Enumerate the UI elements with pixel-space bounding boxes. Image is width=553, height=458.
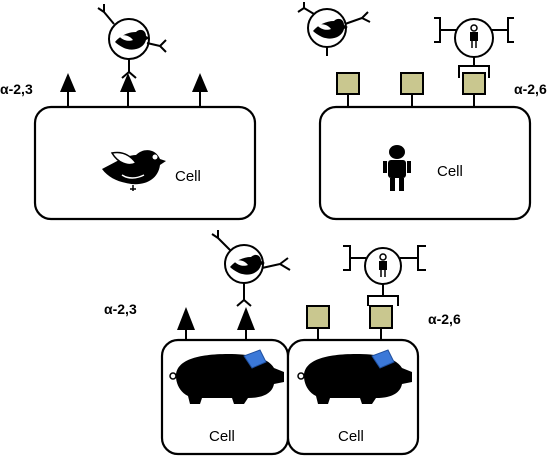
alpha26-receptor — [462, 72, 486, 107]
alpha23-label: α-2,3 — [104, 301, 137, 317]
alpha23-receptor — [177, 307, 195, 340]
cell-label: Cell — [175, 168, 201, 185]
bird-icon — [102, 150, 166, 191]
bird-virus-icon — [97, 4, 167, 79]
avian-cell-group: Cell α-2,3 — [0, 4, 257, 221]
person-icon — [383, 145, 411, 191]
pig-icon — [169, 349, 284, 404]
alpha26-label: α-2,6 — [428, 311, 461, 327]
human-cell — [318, 105, 532, 221]
human-virus-icon — [434, 17, 514, 78]
alpha23-label: α-2,3 — [0, 81, 33, 97]
alpha23-receptor — [120, 73, 136, 107]
alpha23-receptor — [60, 73, 76, 107]
alpha23-receptor — [237, 307, 255, 340]
alpha26-receptor — [400, 72, 424, 107]
bird-virus-icon — [297, 2, 371, 56]
cell-label: Cell — [209, 428, 235, 445]
alpha26-receptor — [306, 305, 330, 340]
alpha23-receptor — [192, 73, 208, 107]
swine-cells-group: Cell Cell α-2,3 α-2,6 — [104, 230, 461, 456]
alpha26-receptor — [369, 305, 393, 340]
cell-label: Cell — [437, 163, 463, 180]
bird-virus-icon — [211, 230, 291, 307]
alpha26-label: α-2,6 — [514, 81, 547, 97]
pig-icon — [297, 349, 412, 404]
cell-label: Cell — [338, 428, 364, 445]
alpha26-receptor — [336, 72, 360, 107]
human-virus-icon — [343, 245, 426, 306]
human-cell-group: Cell α-2,6 — [297, 2, 547, 221]
